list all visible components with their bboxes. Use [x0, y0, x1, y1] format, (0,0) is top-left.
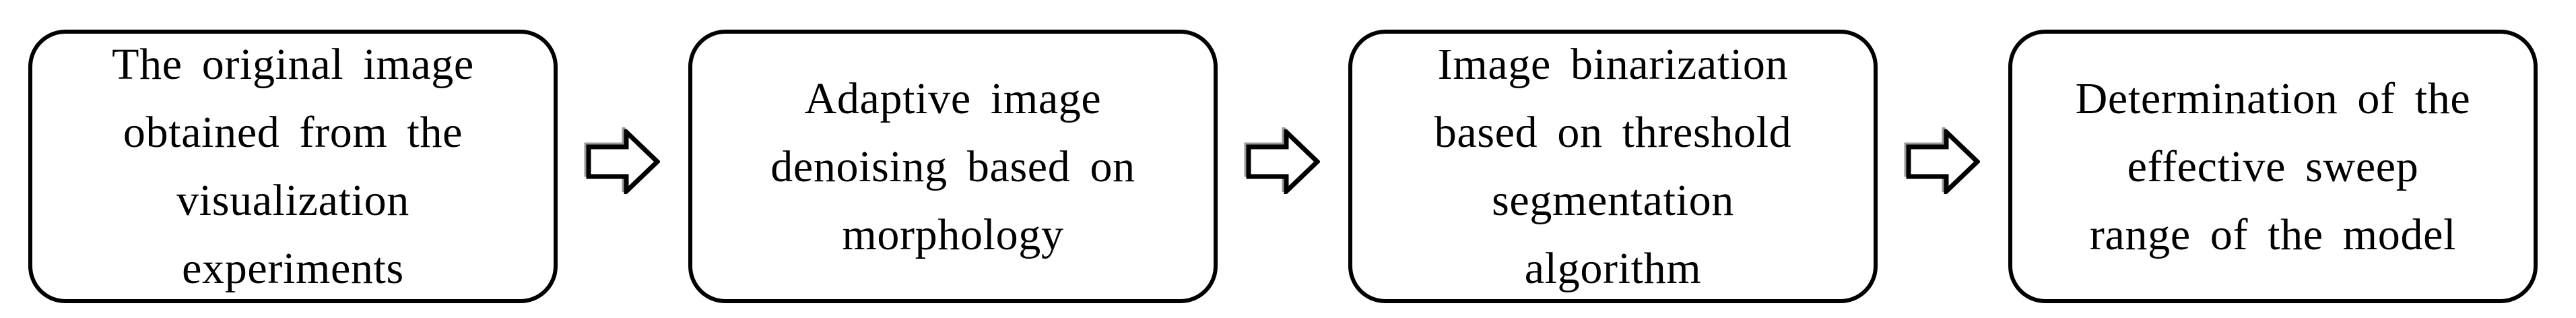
label-line: range of the model: [2089, 210, 2457, 259]
flow-step-adaptive-denoising: Adaptive image denoising based on morpho…: [688, 30, 1218, 303]
label-line: denoising based on: [770, 141, 1135, 191]
flow-connector-1: [558, 129, 688, 194]
right-block-arrow-icon: [1246, 129, 1320, 194]
label-line: obtained from the: [123, 108, 463, 157]
flow-step-label: Determination of the effective sweep ran…: [2076, 65, 2471, 269]
flow-step-original-image: The original image obtained from the vis…: [28, 30, 558, 303]
flow-connector-3: [1878, 129, 2008, 194]
label-line: algorithm: [1524, 244, 1702, 293]
label-line: experiments: [182, 244, 404, 293]
flow-step-label: The original image obtained from the vis…: [112, 30, 474, 303]
label-line: effective sweep: [2127, 141, 2419, 191]
flow-step-label: Image binarization based on threshold se…: [1434, 30, 1792, 303]
label-line: Adaptive image: [804, 73, 1102, 123]
label-line: Determination of the: [2075, 73, 2471, 123]
label-line: based on threshold: [1434, 108, 1792, 157]
label-line: visualization: [176, 176, 409, 225]
label-line: Image binarization: [1437, 40, 1789, 89]
right-block-arrow-icon: [586, 129, 660, 194]
label-line: segmentation: [1492, 176, 1734, 225]
flow-connector-2: [1218, 129, 1348, 194]
flow-step-image-binarization: Image binarization based on threshold se…: [1348, 30, 1878, 303]
flow-step-sweep-range: Determination of the effective sweep ran…: [2008, 30, 2538, 303]
label-line: The original image: [112, 40, 474, 89]
right-block-arrow-icon: [1906, 129, 1980, 194]
label-line: morphology: [842, 210, 1064, 259]
flow-step-label: Adaptive image denoising based on morpho…: [770, 65, 1135, 269]
